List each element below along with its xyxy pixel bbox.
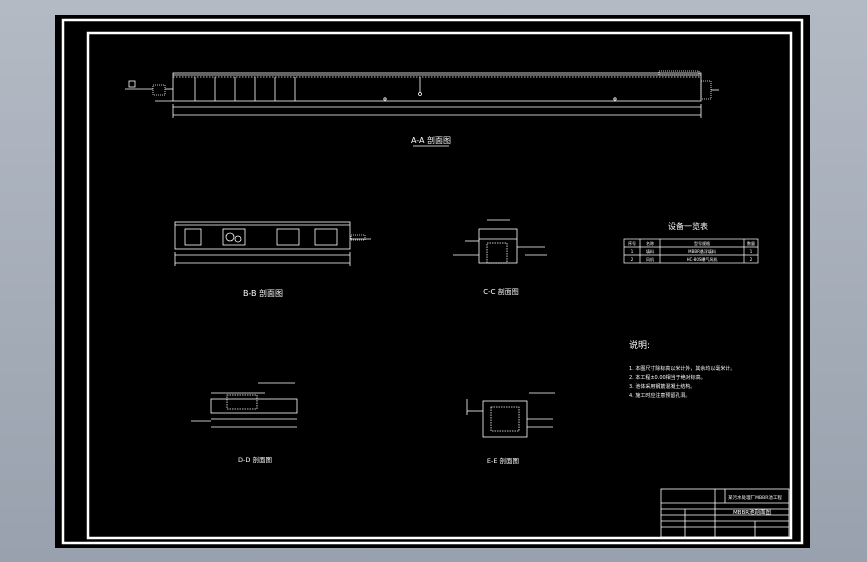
section-ee bbox=[466, 392, 555, 438]
notes: 说明: 1. 本图尺寸除标高以米计外，其余均以毫米计。 2. 本工程±0.00相… bbox=[629, 339, 735, 399]
section-dd bbox=[191, 382, 298, 428]
td-1-spec: MBBR悬浮填料 bbox=[688, 248, 716, 254]
cc-title: C-C 剖面图 bbox=[483, 287, 519, 296]
section-bb bbox=[174, 221, 371, 266]
th-name: 名称 bbox=[646, 240, 654, 246]
ee-title: E-E 剖面图 bbox=[487, 456, 519, 465]
drawing-sheet: A-A 剖面图 B-B 剖面图 C-C 剖面图 bbox=[55, 15, 810, 548]
bb-title: B-B 剖面图 bbox=[243, 288, 283, 298]
td-2-spec: HC-80S曝气风机 bbox=[687, 256, 718, 262]
equipment-table: 设备一览表 序号 名称 型号规格 数量 1 填料 MBBR悬浮填料 1 2 风机… bbox=[623, 221, 759, 264]
outer-border bbox=[61, 18, 804, 545]
section-aa bbox=[125, 70, 719, 118]
notes-title: 说明: bbox=[629, 339, 650, 351]
project-name: 某污水处理厂MBBR池工程 bbox=[728, 494, 782, 501]
td-2-qty: 2 bbox=[750, 257, 753, 262]
note-3: 3. 池体采用钢筋混凝土结构。 bbox=[629, 383, 695, 390]
td-1-name: 填料 bbox=[646, 248, 654, 254]
note-1: 1. 本图尺寸除标高以米计外，其余均以毫米计。 bbox=[629, 365, 735, 372]
drawing-name: MBBR池剖面图 bbox=[733, 508, 772, 516]
cad-drawing: A-A 剖面图 B-B 剖面图 C-C 剖面图 bbox=[61, 18, 804, 545]
td-1-qty: 1 bbox=[750, 249, 753, 254]
th-qty: 数量 bbox=[747, 240, 755, 246]
section-cc bbox=[453, 219, 547, 264]
title-block: 某污水处理厂MBBR池工程 MBBR池剖面图 bbox=[660, 488, 790, 538]
inner-border bbox=[86, 31, 793, 540]
td-2-name: 风机 bbox=[646, 256, 654, 262]
th-spec: 型号规格 bbox=[694, 240, 710, 246]
note-4: 4. 施工时应注意预留孔洞。 bbox=[629, 392, 690, 399]
aa-title: A-A 剖面图 bbox=[411, 135, 451, 145]
equipment-table-title: 设备一览表 bbox=[668, 221, 708, 231]
dd-title: D-D 剖面图 bbox=[238, 455, 272, 464]
td-2-no: 2 bbox=[631, 257, 634, 262]
th-no: 序号 bbox=[628, 240, 636, 246]
td-1-no: 1 bbox=[631, 249, 634, 254]
note-2: 2. 本工程±0.00相当于绝对标高。 bbox=[629, 374, 706, 381]
